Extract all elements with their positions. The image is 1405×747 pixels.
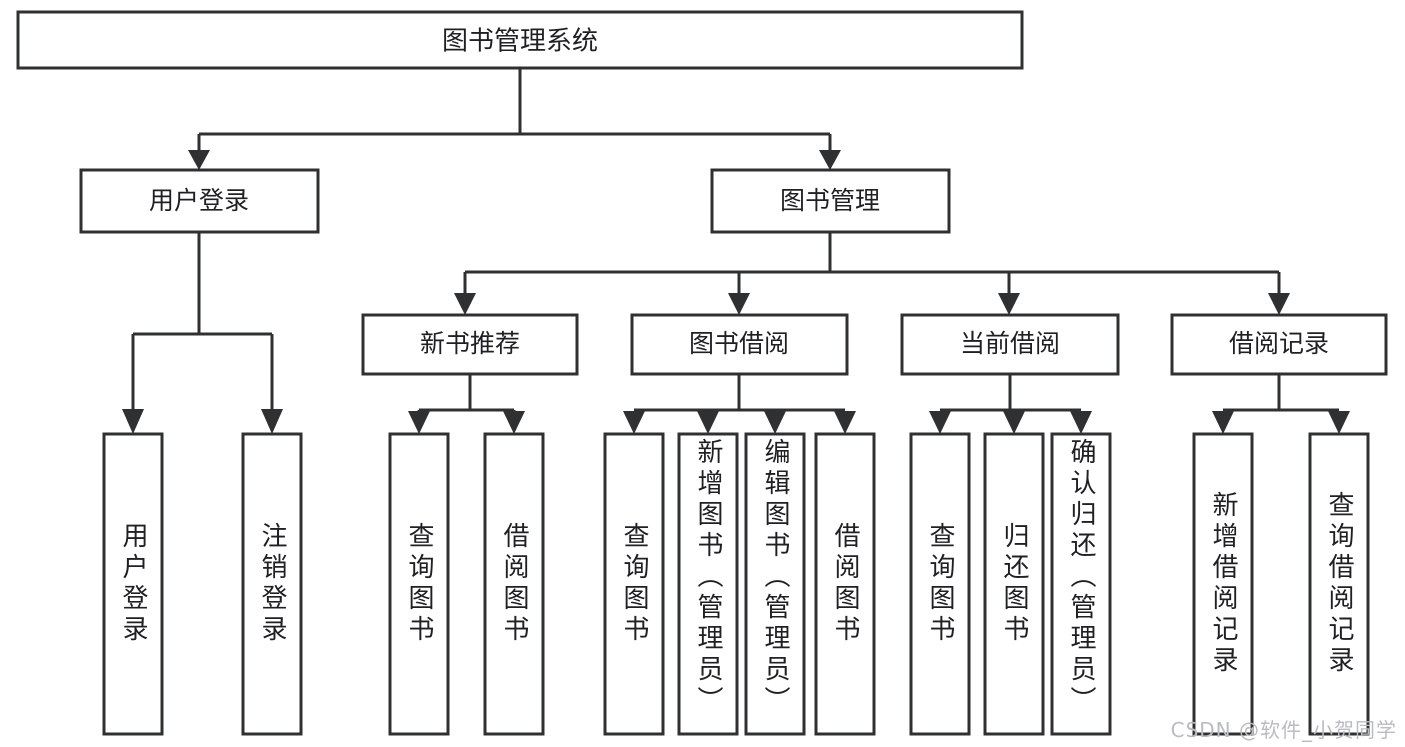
leaf-box-logout[interactable] <box>241 432 303 736</box>
leaf-box-query-book-borrow[interactable] <box>603 432 665 736</box>
leaf-box-layer <box>102 432 1370 736</box>
node-new-book-recommend[interactable]: 新书推荐 <box>361 313 579 376</box>
arrow-head-g2-leaf-4 <box>834 411 856 434</box>
arrow-head-books <box>819 150 841 170</box>
leaf-box-confirm-return[interactable] <box>1050 432 1112 736</box>
node-user-login[interactable]: 用户登录 <box>79 168 320 234</box>
arrow-head-g3-leaf-3 <box>1070 411 1092 434</box>
arrow-head-g3-leaf-1 <box>929 411 951 434</box>
arrow-head-g4-leaf-1 <box>1212 411 1234 434</box>
arrow-head-g3-leaf-2 <box>1003 411 1025 434</box>
node-current-borrow-label: 当前借阅 <box>960 329 1060 358</box>
node-book-management-label: 图书管理 <box>780 186 880 215</box>
node-new-book-recommend-label: 新书推荐 <box>420 329 520 358</box>
leaf-box-user-login[interactable] <box>102 432 164 736</box>
node-root-label: 图书管理系统 <box>442 27 598 57</box>
node-book-management[interactable]: 图书管理 <box>710 168 951 234</box>
arrow-head-g2-leaf-3 <box>764 411 786 434</box>
node-current-borrow[interactable]: 当前借阅 <box>900 313 1120 376</box>
arrow-head-l3-1 <box>454 293 476 315</box>
node-book-borrow[interactable]: 图书借阅 <box>630 313 849 376</box>
leaf-box-query-borrow-record[interactable] <box>1308 432 1370 736</box>
node-user-login-box[interactable] <box>79 168 320 234</box>
arrow-head-l3-4 <box>1268 293 1290 315</box>
node-root[interactable]: 图书管理系统 <box>16 10 1024 70</box>
connector-layer <box>122 68 1350 434</box>
node-new-book-recommend-box[interactable] <box>361 313 579 376</box>
node-borrow-record-box[interactable] <box>1170 313 1388 376</box>
leaf-box-return-book[interactable] <box>983 432 1045 736</box>
node-borrow-record[interactable]: 借阅记录 <box>1170 313 1388 376</box>
node-book-borrow-box[interactable] <box>630 313 849 376</box>
node-user-login-label: 用户登录 <box>149 186 249 215</box>
leaf-box-edit-book-admin[interactable] <box>744 432 806 736</box>
arrow-head-g2-leaf-2 <box>697 411 719 434</box>
leaf-box-borrow-book-rec[interactable] <box>483 432 545 736</box>
leaf-box-query-book-rec[interactable] <box>388 432 450 736</box>
arrow-head-g2-leaf-1 <box>623 411 645 434</box>
node-borrow-record-label: 借阅记录 <box>1229 329 1329 358</box>
node-book-management-box[interactable] <box>710 168 951 234</box>
arrow-head-login <box>188 150 210 170</box>
arrow-head-g4-leaf-2 <box>1328 411 1350 434</box>
arrow-head-g1-leaf-1 <box>408 411 430 434</box>
arrow-head-login-leaf-2 <box>261 409 283 434</box>
arrow-head-l3-2 <box>728 293 750 315</box>
node-root-box[interactable] <box>16 10 1024 70</box>
node-book-borrow-label: 图书借阅 <box>689 329 789 358</box>
csdn-watermark: CSDN @软件_小贺同学 <box>1170 718 1397 742</box>
leaf-box-add-book-admin[interactable] <box>677 432 739 736</box>
arrow-head-l3-3 <box>998 293 1020 315</box>
node-current-borrow-box[interactable] <box>900 313 1120 376</box>
arrow-head-g1-leaf-2 <box>503 411 525 434</box>
leaf-box-query-book-current[interactable] <box>909 432 971 736</box>
arrow-head-login-leaf-1 <box>122 409 144 434</box>
leaf-box-add-borrow-record[interactable] <box>1192 432 1254 736</box>
leaf-box-borrow-book[interactable] <box>814 432 876 736</box>
